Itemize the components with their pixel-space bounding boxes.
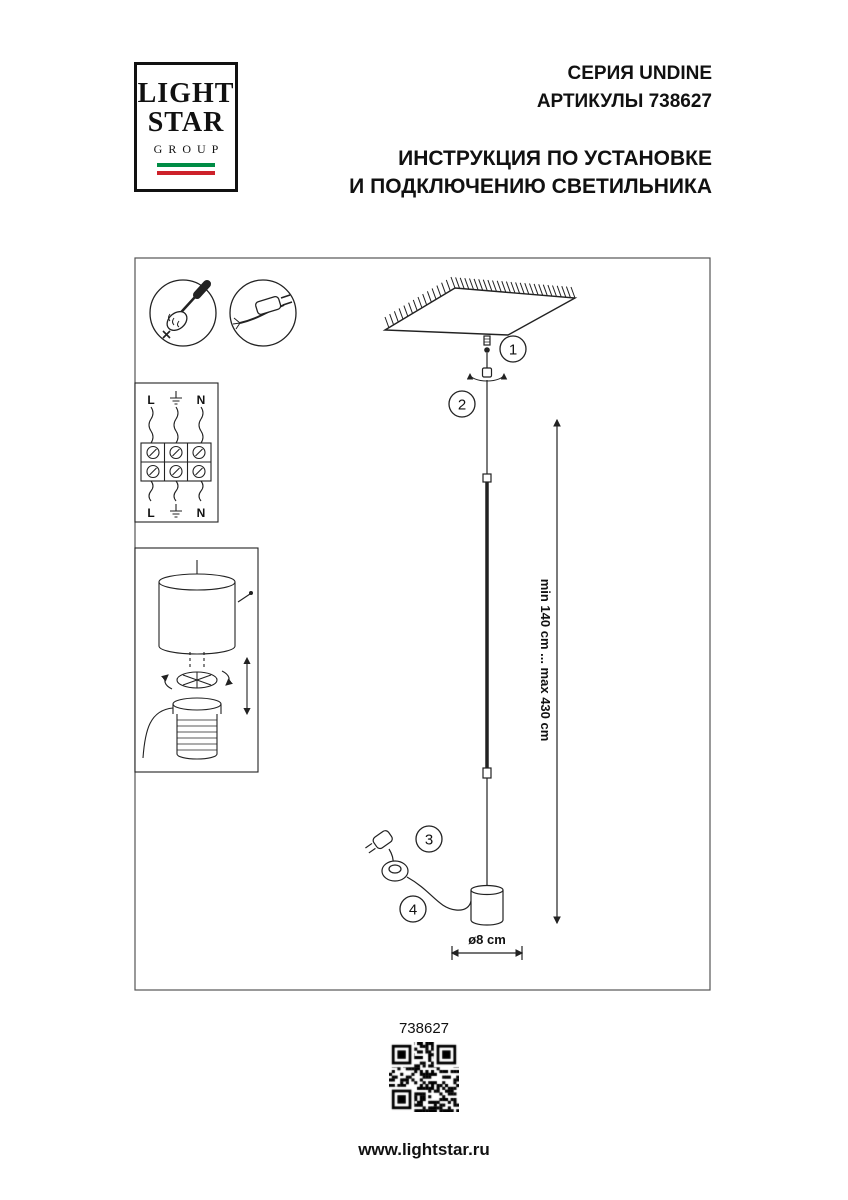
website-url: www.lightstar.ru [358, 1140, 490, 1159]
wiring-label-neutral-top: N [197, 393, 206, 407]
italian-flag-icon [157, 163, 215, 176]
qr-code [389, 1042, 459, 1112]
flag-stripe-red [157, 171, 215, 176]
article-number-title: АРТИКУЛЫ 738627 [536, 90, 712, 112]
wiring-diagram: L N L N [134, 382, 219, 523]
power-cable [406, 876, 472, 911]
wiring-label-line-bottom: L [147, 506, 154, 520]
page-header: СЕРИЯ UNDINE АРТИКУЛЫ 738627 ИНСТРУКЦИЯ … [349, 60, 712, 201]
earth-icon-bottom [170, 504, 182, 518]
twist-lock-detail [161, 670, 233, 690]
power-plug-icon [365, 830, 394, 865]
wire-stripper-icon [229, 279, 297, 347]
footer-article-number: 738627 [398, 1020, 450, 1037]
instruction-title-line2: И ПОДКЛЮЧЕНИЮ СВЕТИЛЬНИКА [349, 174, 712, 198]
wiring-label-neutral-bottom: N [197, 506, 206, 520]
hand-screwdriver-icon [149, 279, 217, 347]
terminal-block [140, 442, 212, 482]
earth-icon-top [170, 391, 182, 405]
logo-word-light: LIGHT [137, 77, 235, 109]
flag-stripe-green [157, 163, 215, 168]
callout-2-number: 2 [458, 397, 466, 414]
assembly-detail [134, 547, 259, 773]
rod-coupler-bottom [482, 767, 492, 779]
callout-2: 2 [448, 390, 476, 418]
instruction-title-line1: ИНСТРУКЦИЯ ПО УСТАНОВКЕ [398, 147, 712, 171]
wires-bottom [148, 480, 204, 502]
lampshade-detail [158, 573, 236, 670]
dimension-vertical: min 140 cm ... max 430 cm [538, 418, 561, 925]
wiring-label-line-top: L [147, 393, 154, 407]
callout-4: 4 [399, 895, 427, 923]
callout-3-number: 3 [425, 832, 433, 849]
ceiling-hatch [384, 276, 576, 329]
rod-coupler-top [482, 473, 492, 483]
callout-1-number: 1 [509, 342, 517, 359]
logo-word-star: STAR [147, 107, 225, 138]
ceiling [382, 276, 578, 336]
screw-pin-icon [237, 591, 253, 603]
series-title: СЕРИЯ UNDINE [567, 63, 713, 84]
dimension-length-label: min 140 cm ... max 430 cm [538, 579, 553, 742]
lightstar-logo: LIGHT STAR GROUP [134, 62, 238, 192]
wires-top [148, 406, 204, 444]
callout-4-number: 4 [409, 902, 417, 919]
dimension-diameter: ø8 cm [450, 932, 524, 960]
instruction-title: ИНСТРУКЦИЯ ПО УСТАНОВКЕ И ПОДКЛЮЧЕНИЮ СВ… [349, 145, 712, 200]
canopy-knob [466, 367, 508, 382]
ceiling-stud [483, 335, 491, 353]
cable-detail [142, 707, 174, 759]
lamp-head [470, 884, 504, 926]
cable-connector-icon [381, 860, 472, 911]
mount-base-detail [172, 697, 222, 760]
pendant-lamp [466, 335, 508, 926]
callout-1: 1 [499, 335, 527, 363]
dimension-diameter-label: ø8 cm [468, 932, 506, 947]
flag-stripe-white [157, 167, 215, 172]
callout-3: 3 [415, 825, 443, 853]
logo-word-group: GROUP [153, 142, 225, 157]
